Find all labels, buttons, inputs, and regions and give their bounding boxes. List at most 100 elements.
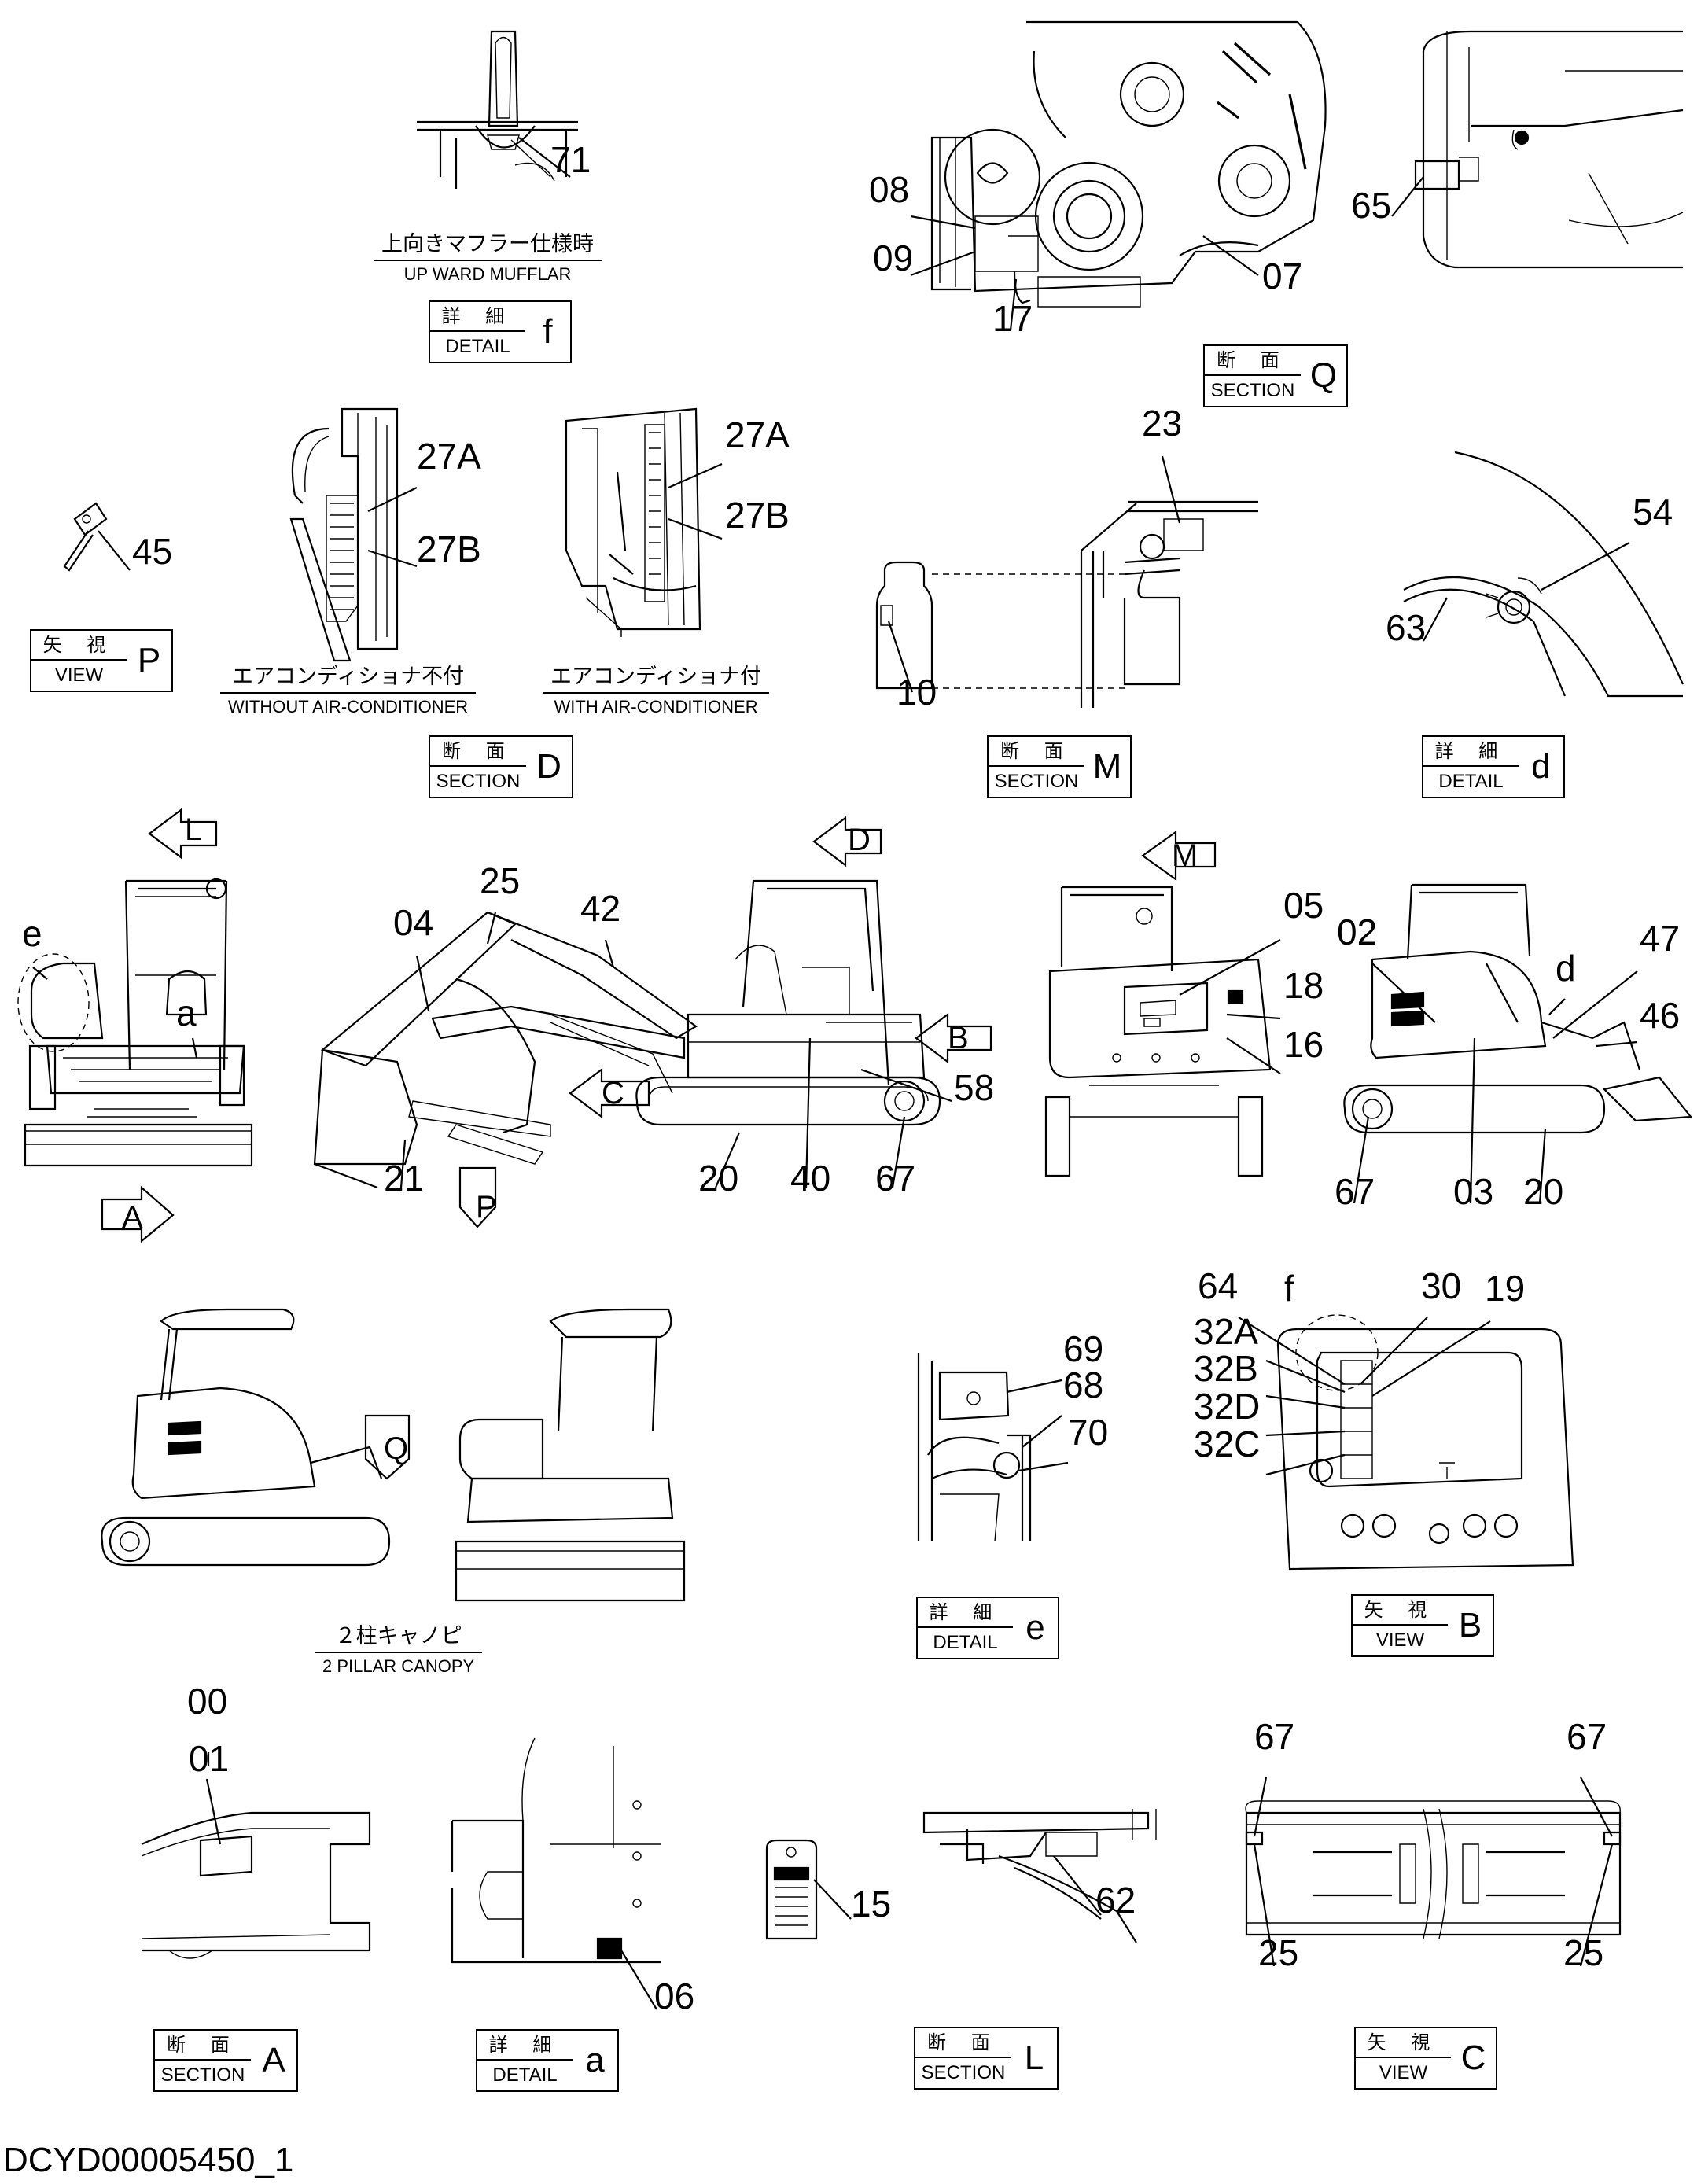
tag-detail-e-en: DETAIL (933, 1632, 998, 1653)
detail-letter-ltr-a: a (176, 993, 197, 1033)
cap-canopy-en: 2 PILLAR CANOPY (315, 1652, 483, 1677)
cap-canopy-jp: ２柱キャノピ (334, 1624, 462, 1648)
tag-detail-a-en: DETAIL (492, 2064, 558, 2086)
part-number-p62: 62 (1095, 1880, 1136, 1921)
part-number-p68: 68 (1063, 1365, 1104, 1405)
cap-ac-jp: エアコンディショナ付 (550, 665, 762, 689)
part-number-p02: 02 (1337, 912, 1378, 952)
part-number-p42: 42 (580, 888, 621, 929)
tag-view-b-letter: B (1458, 1606, 1482, 1644)
tag-view-c-en: VIEW (1379, 2062, 1428, 2083)
cap-noac-en: WITHOUT AIR-CONDITIONER (220, 692, 477, 717)
part-number-p09: 09 (873, 238, 914, 278)
detail-letter-ltr-f: f (1284, 1268, 1294, 1309)
cap-noac: エアコンディショナ不付 WITHOUT AIR-CONDITIONER (220, 659, 477, 717)
tag-view-b-en: VIEW (1375, 1630, 1425, 1651)
tag-detail-f-letter: f (543, 312, 553, 351)
part-number-p21: 21 (384, 1158, 425, 1199)
tag-detail-e-letter: e (1025, 1608, 1045, 1647)
tag-section-q-en: SECTION (1210, 380, 1295, 401)
tag-detail-d-en: DETAIL (1438, 771, 1504, 792)
part-number-p15: 15 (851, 1884, 892, 1924)
detail-letter-ltr-d: d (1556, 948, 1576, 989)
part-number-p20-side: 20 (698, 1158, 739, 1199)
part-number-p45: 45 (132, 531, 173, 572)
part-number-p27B-2: 27B (725, 495, 790, 536)
part-number-p63: 63 (1386, 607, 1427, 648)
tag-view-p-jp: 矢 視 (31, 631, 127, 661)
tag-section-q-letter: Q (1309, 356, 1338, 395)
tag-section-d-jp: 断 面 (430, 737, 526, 767)
part-number-p32D: 32D (1194, 1386, 1261, 1427)
tag-view-b-jp: 矢 視 (1353, 1596, 1448, 1626)
tag-section-m-jp: 断 面 (989, 737, 1084, 767)
cap-canopy: ２柱キャノピ 2 PILLAR CANOPY (315, 1619, 483, 1677)
arrow-P: P (476, 1190, 497, 1225)
part-number-p67-rear: 67 (1335, 1171, 1375, 1212)
part-number-p69: 69 (1063, 1328, 1104, 1369)
part-number-p30: 30 (1421, 1265, 1462, 1306)
tag-section-a-letter: A (262, 2041, 285, 2079)
leader-lines (32, 137, 1638, 2010)
cap-ac: エアコンディショナ付 WITH AIR-CONDITIONER (543, 659, 770, 717)
part-number-p40: 40 (790, 1158, 831, 1199)
part-number-p32C: 32C (1194, 1423, 1261, 1464)
tag-section-l-jp: 断 面 (915, 2028, 1011, 2058)
tag-section-m-letter: M (1092, 747, 1122, 786)
tag-section-a-en: SECTION (160, 2064, 245, 2086)
part-number-p27A-2: 27A (725, 414, 790, 455)
view-arrow-shapes (101, 808, 1217, 1480)
view-c-drawing (1245, 1800, 1622, 1939)
part-number-p04: 04 (393, 902, 434, 943)
part-number-p01: 01 (189, 1738, 230, 1779)
left-side-view-drawing (1343, 883, 1693, 1134)
part-number-p32A: 32A (1194, 1311, 1258, 1352)
tag-detail-e-jp: 詳 細 (918, 1598, 1013, 1628)
section-a-drawing (141, 1811, 371, 1959)
arrow-B: B (948, 1021, 969, 1055)
tag-detail-f-en: DETAIL (445, 336, 510, 357)
tag-section-l-en: SECTION (921, 2062, 1006, 2083)
part-number-p10: 10 (897, 672, 937, 713)
cap-upward-jp: 上向きマフラー仕様時 (381, 232, 594, 256)
section-d-drawing (289, 407, 701, 662)
part-number-p67-c2: 67 (1567, 1716, 1607, 1757)
part-number-p46: 46 (1640, 995, 1681, 1036)
part-number-p25-c2: 25 (1563, 1932, 1604, 1973)
arrow-C: C (602, 1076, 624, 1110)
part-number-p67-side: 67 (875, 1158, 916, 1199)
part-number-p07: 07 (1262, 256, 1303, 296)
tag-view-b: 矢 視 VIEW B (1351, 1594, 1494, 1657)
part-number-p17: 17 (992, 298, 1033, 339)
part-number-p32B: 32B (1194, 1348, 1258, 1389)
detail-letter-ltr-e: e (22, 913, 42, 954)
detail-d-drawing (1403, 451, 1684, 698)
part-number-p67-c1: 67 (1254, 1716, 1295, 1757)
front-view-drawing (17, 878, 253, 1167)
section-m-drawing (875, 500, 1258, 708)
side-view-drawing (313, 879, 941, 1189)
arrow-D: D (848, 823, 871, 857)
part-number-p23: 23 (1142, 403, 1183, 444)
part-number-p18: 18 (1283, 965, 1324, 1006)
part-number-p06: 06 (654, 1976, 695, 2016)
part-number-p05: 05 (1283, 885, 1324, 926)
tag-view-p-en: VIEW (54, 665, 104, 686)
cap-ac-en: WITH AIR-CONDITIONER (543, 692, 770, 717)
part-number-p27B-1: 27B (417, 529, 481, 569)
tag-detail-a-jp: 詳 細 (477, 2031, 573, 2061)
cap-noac-jp: エアコンディショナ不付 (232, 665, 465, 689)
part-number-p54: 54 (1633, 492, 1673, 532)
part-number-p64: 64 (1198, 1265, 1239, 1306)
arrow-L: L (185, 812, 203, 847)
part-number-p16: 16 (1283, 1024, 1324, 1065)
